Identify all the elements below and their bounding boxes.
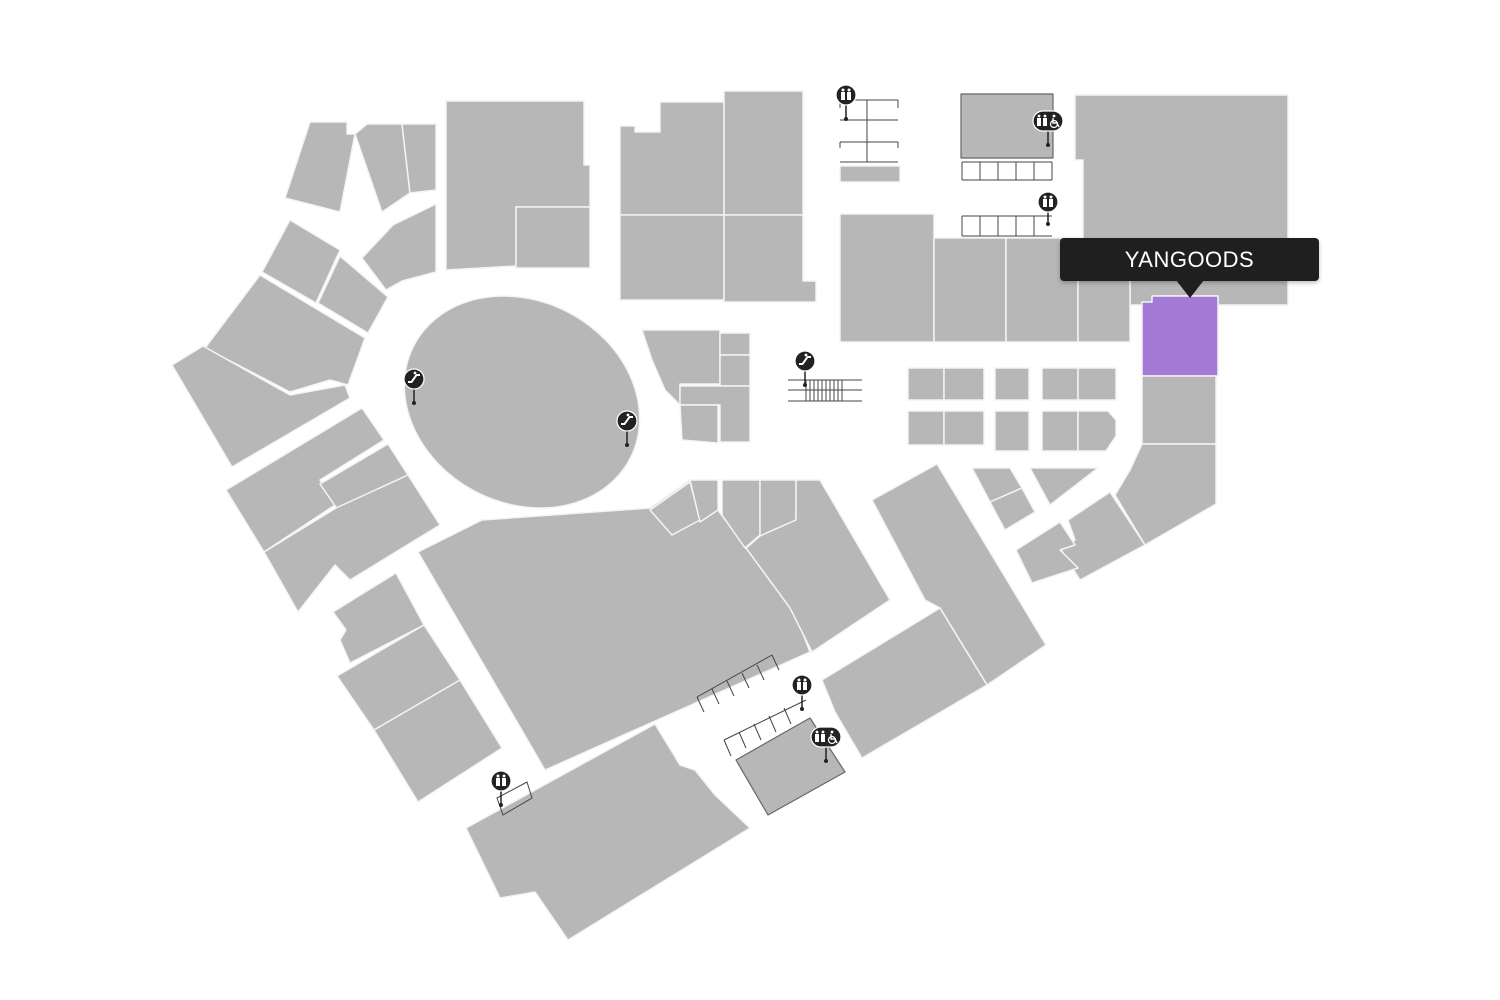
store-unit[interactable] [821,607,988,759]
kiosk[interactable] [1077,410,1117,452]
store-unit[interactable] [354,123,411,213]
store-unit[interactable] [261,219,341,304]
store-unit[interactable] [839,213,935,343]
central-atrium[interactable] [367,256,677,549]
store-unit[interactable] [465,723,751,941]
store-unit[interactable] [1141,375,1217,445]
kiosk[interactable] [994,410,1030,452]
store-unit[interactable] [515,206,591,269]
kiosk[interactable] [1041,410,1079,452]
accessible-restroom-icon[interactable] [1032,110,1064,147]
restroom-icon[interactable] [835,84,857,121]
store-group-northwest [171,121,437,468]
store-group-southeast [821,463,1047,759]
kiosk[interactable] [989,487,1036,531]
store-unit[interactable] [933,237,1007,343]
seating-fixture [961,161,1053,181]
kiosk-grid [907,367,1117,531]
store-unit[interactable] [619,214,725,301]
escalator-icon[interactable] [616,410,638,447]
seating-fixture [723,699,807,757]
kiosk[interactable] [1041,367,1079,401]
seating-fixture [696,654,780,713]
restroom-icon[interactable] [1037,191,1059,226]
store-group-southwest [225,407,503,803]
kiosk[interactable] [943,367,985,401]
store-group-center [641,329,751,444]
escalator-icon[interactable] [794,350,816,387]
store-unit[interactable] [719,332,751,356]
kiosk[interactable] [994,367,1030,401]
kiosk[interactable] [1077,367,1117,401]
store-unit[interactable] [361,203,437,291]
seating-fixture [961,215,1052,237]
store-unit[interactable] [263,474,441,613]
store-yangoods[interactable] [1141,295,1219,377]
store-unit[interactable] [332,572,425,664]
store-unit[interactable] [745,479,891,653]
stairs-fixture [788,379,862,402]
store-group-north-center [619,90,817,303]
store-unit[interactable] [619,101,725,216]
kiosk[interactable] [1029,467,1099,506]
accessible-restroom-icon[interactable] [810,726,842,763]
store-name-label: YANGOODS [1124,246,1255,272]
store-unit[interactable] [679,404,719,444]
store-name-tooltip: YANGOODS [1060,238,1319,281]
restroom-corridor-north [839,99,901,183]
store-group-north-west-block [445,100,591,271]
restroom-icon[interactable] [791,674,813,711]
store-unit[interactable] [723,90,804,216]
store-unit[interactable] [401,123,437,194]
store-unit[interactable] [719,354,751,387]
store-unit[interactable] [171,345,351,468]
kiosk[interactable] [907,367,945,401]
store-unit[interactable] [723,214,817,303]
store-unit[interactable] [284,121,356,213]
store-unit[interactable] [689,479,719,523]
tooltip-pointer [1176,280,1204,298]
store-unit[interactable] [1015,521,1079,584]
seating-fixture [496,781,533,816]
restroom-icon[interactable] [490,770,512,807]
store-unit[interactable] [317,255,389,334]
store-unit[interactable] [373,679,503,803]
kiosk[interactable] [943,410,985,446]
store-unit[interactable] [1059,491,1146,581]
store-unit[interactable] [839,165,901,183]
kiosk[interactable] [907,410,945,446]
escalator-icon[interactable] [403,368,425,405]
store-group-south [465,717,846,941]
store-group-south-center [417,479,891,771]
